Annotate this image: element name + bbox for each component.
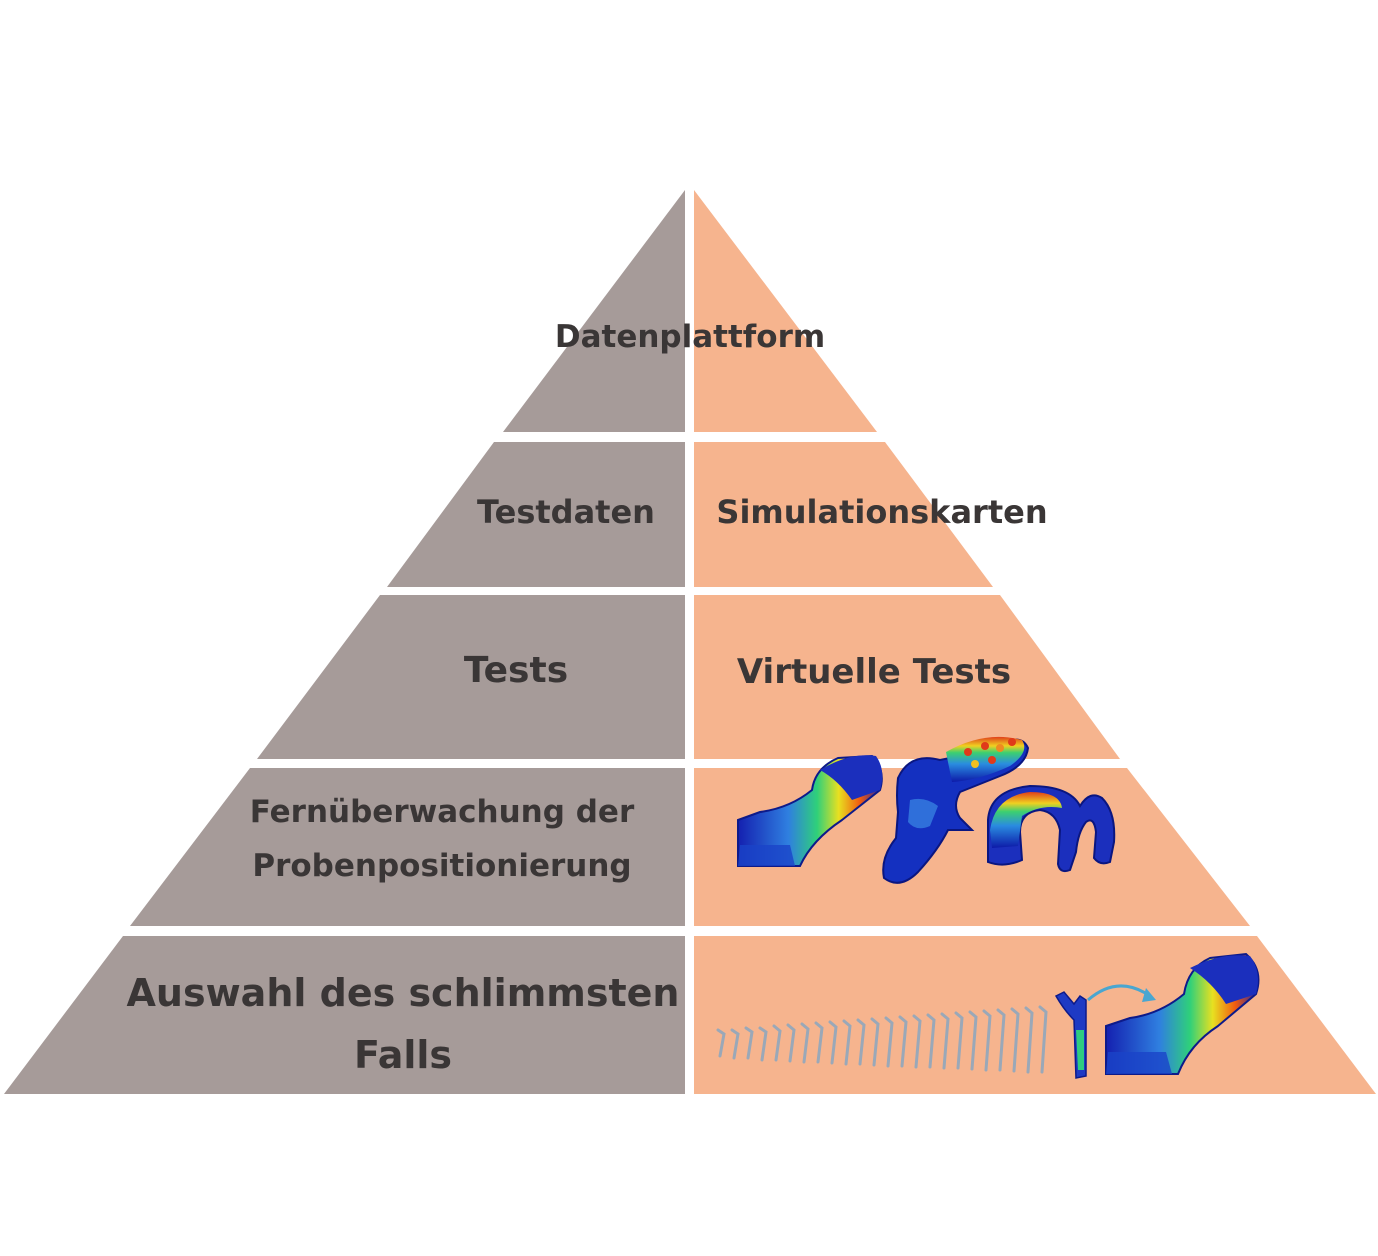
tier-3-left <box>257 595 685 759</box>
tier-5-left <box>4 936 685 1094</box>
transfer-arrow-icon <box>1087 984 1151 1002</box>
tier-1-right <box>694 190 877 432</box>
label-testdaten: Testdaten <box>477 493 655 531</box>
tier-1-left <box>503 190 685 432</box>
fea-stress-plot-icons <box>737 736 1116 884</box>
label-auswahl-line-2: Falls <box>354 1033 452 1077</box>
label-virtuelle-tests: Virtuelle Tests <box>737 652 1011 692</box>
label-fernueberwachung-line-2: Probenpositionierung <box>252 848 631 884</box>
label-datenplattform: Datenplattform <box>555 319 825 355</box>
implant-variants-row-icon <box>716 1005 1048 1074</box>
fea-arch-icon <box>987 784 1116 873</box>
label-fernueberwachung-line-1: Fernüberwachung der <box>250 794 635 830</box>
fea-hip-implant-icon <box>882 736 1030 884</box>
tier-2-right <box>694 442 993 587</box>
label-auswahl-line-1: Auswahl des schlimmsten <box>126 971 679 1015</box>
tier-2-left <box>387 442 685 587</box>
implant-variants-to-fea-icons <box>716 952 1260 1079</box>
fea-bracket-large-icon <box>1105 952 1260 1075</box>
tier-5-right <box>694 936 1376 1094</box>
label-simulationskarten: Simulationskarten <box>716 493 1047 531</box>
label-tests: Tests <box>464 650 568 691</box>
tier-4-left <box>130 768 685 926</box>
tier-3-right <box>694 595 1120 759</box>
fea-bracket-icon <box>737 754 883 867</box>
